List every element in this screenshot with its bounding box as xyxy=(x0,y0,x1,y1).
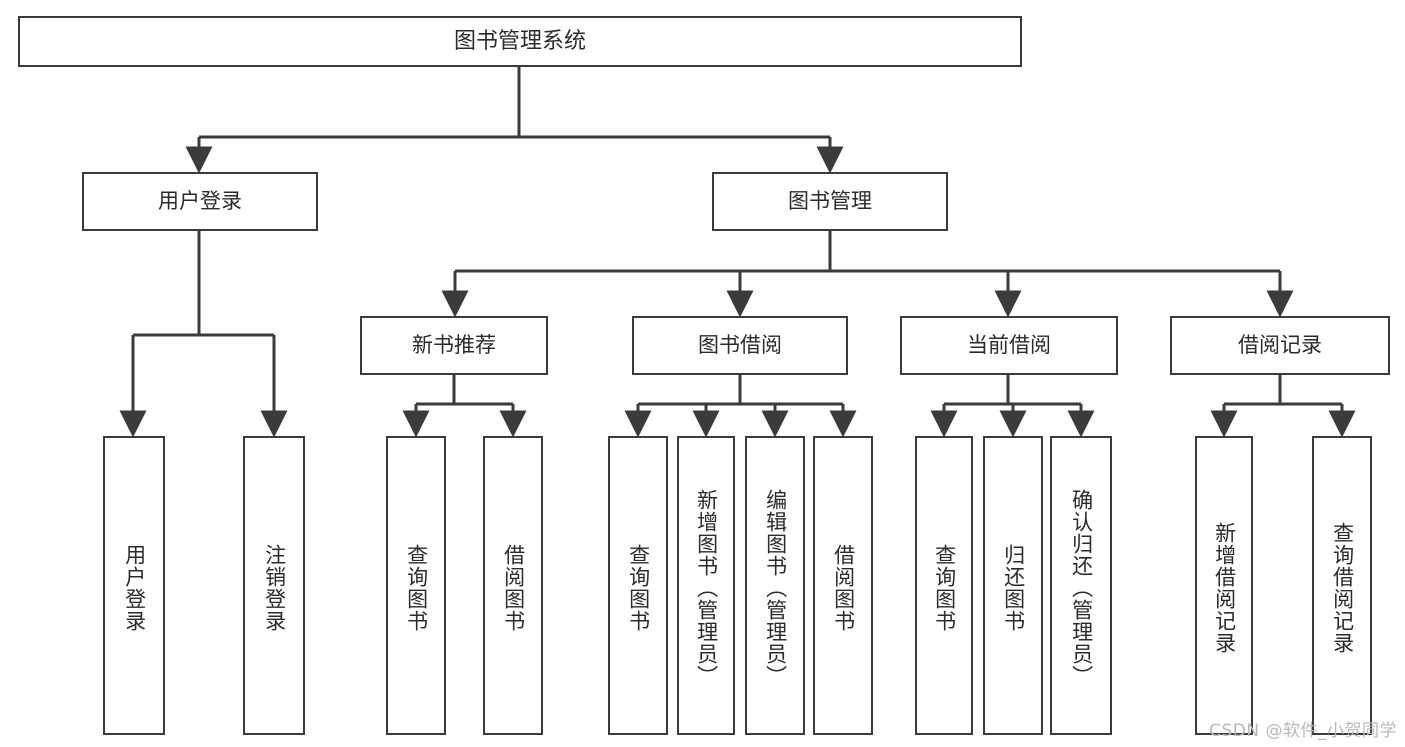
leaf-current-query-book-label: 查询图书 xyxy=(932,543,957,632)
node-user-login[interactable]: 用户登录 xyxy=(82,172,318,231)
leaf-borrow-query-book[interactable]: 查询图书 xyxy=(608,436,668,735)
leaf-record-query-record[interactable]: 查询借阅记录 xyxy=(1312,436,1372,735)
leaf-borrow-borrow-book[interactable]: 借阅图书 xyxy=(813,436,873,735)
node-book-management-label: 图书管理 xyxy=(788,189,872,214)
leaf-borrow-borrow-book-label: 借阅图书 xyxy=(831,543,856,632)
leaf-current-return-book[interactable]: 归还图书 xyxy=(983,436,1043,735)
node-current-borrow-label: 当前借阅 xyxy=(967,333,1051,358)
leaf-recommend-borrow-book[interactable]: 借阅图书 xyxy=(483,436,543,735)
leaf-borrow-edit-book-admin[interactable]: 编辑图书（管理员） xyxy=(745,436,805,735)
leaf-user-login-signin[interactable]: 用户登录 xyxy=(103,436,165,735)
node-new-book-recommend-label: 新书推荐 xyxy=(412,333,496,358)
leaf-record-add-record[interactable]: 新增借阅记录 xyxy=(1195,436,1253,735)
leaf-borrow-edit-book-admin-label: 编辑图书（管理员） xyxy=(763,488,788,687)
leaf-borrow-add-book-admin[interactable]: 新增图书（管理员） xyxy=(677,436,735,735)
leaf-user-login-signout[interactable]: 注销登录 xyxy=(243,436,305,735)
leaf-current-confirm-return-admin[interactable]: 确认归还（管理员） xyxy=(1050,436,1112,735)
node-book-borrow[interactable]: 图书借阅 xyxy=(632,316,848,375)
leaf-recommend-query-book[interactable]: 查询图书 xyxy=(386,436,446,735)
leaf-borrow-add-book-admin-label: 新增图书（管理员） xyxy=(694,488,719,687)
watermark-text: CSDN @软件_小贺同学 xyxy=(1209,721,1397,741)
leaf-user-login-signin-label: 用户登录 xyxy=(122,543,147,632)
node-current-borrow[interactable]: 当前借阅 xyxy=(900,316,1118,375)
leaf-current-return-book-label: 归还图书 xyxy=(1001,543,1026,632)
leaf-user-login-signout-label: 注销登录 xyxy=(262,543,287,632)
node-book-borrow-label: 图书借阅 xyxy=(698,333,782,358)
leaf-record-add-record-label: 新增借阅记录 xyxy=(1212,521,1237,654)
leaf-current-query-book[interactable]: 查询图书 xyxy=(915,436,973,735)
node-borrow-record-label: 借阅记录 xyxy=(1238,333,1322,358)
node-book-management[interactable]: 图书管理 xyxy=(712,172,948,231)
leaf-record-query-record-label: 查询借阅记录 xyxy=(1330,521,1355,654)
node-user-login-label: 用户登录 xyxy=(158,189,242,214)
node-new-book-recommend[interactable]: 新书推荐 xyxy=(360,316,548,375)
leaf-recommend-query-book-label: 查询图书 xyxy=(404,543,429,632)
node-root-system[interactable]: 图书管理系统 xyxy=(18,16,1022,67)
node-root-system-label: 图书管理系统 xyxy=(453,28,586,54)
leaf-recommend-borrow-book-label: 借阅图书 xyxy=(501,543,526,632)
leaf-borrow-query-book-label: 查询图书 xyxy=(626,543,651,632)
leaf-current-confirm-return-admin-label: 确认归还（管理员） xyxy=(1069,488,1094,687)
node-borrow-record[interactable]: 借阅记录 xyxy=(1170,316,1390,375)
